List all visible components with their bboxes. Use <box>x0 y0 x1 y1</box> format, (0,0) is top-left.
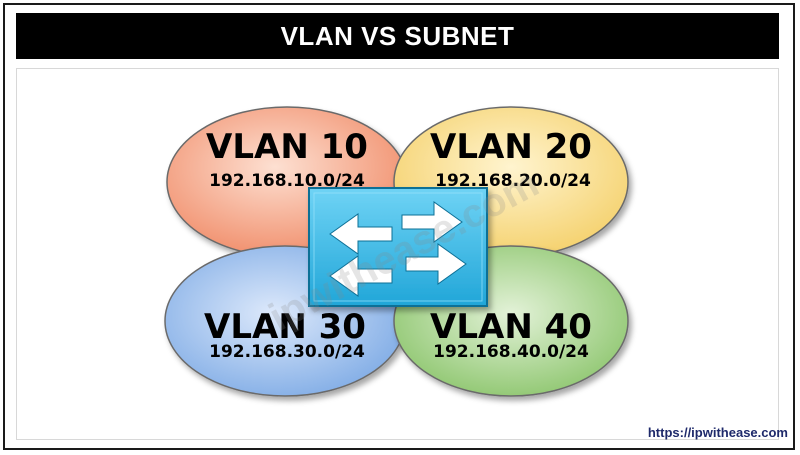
vlan-30-name: VLAN 30 <box>204 307 366 347</box>
vlan-10-subnet: 192.168.10.0/24 <box>209 171 365 191</box>
page-title: VLAN VS SUBNET <box>16 13 779 59</box>
vlan-40-name: VLAN 40 <box>430 307 592 347</box>
vlan-10-name: VLAN 10 <box>206 127 368 167</box>
vlan-30-subnet: 192.168.30.0/24 <box>209 342 365 362</box>
switch-icon <box>308 187 488 307</box>
footer-url[interactable]: https://ipwithease.com <box>647 425 788 440</box>
vlan-20-subnet: 192.168.20.0/24 <box>435 171 591 191</box>
vlan-20-name: VLAN 20 <box>430 127 592 167</box>
vlan-40-subnet: 192.168.40.0/24 <box>433 342 589 362</box>
